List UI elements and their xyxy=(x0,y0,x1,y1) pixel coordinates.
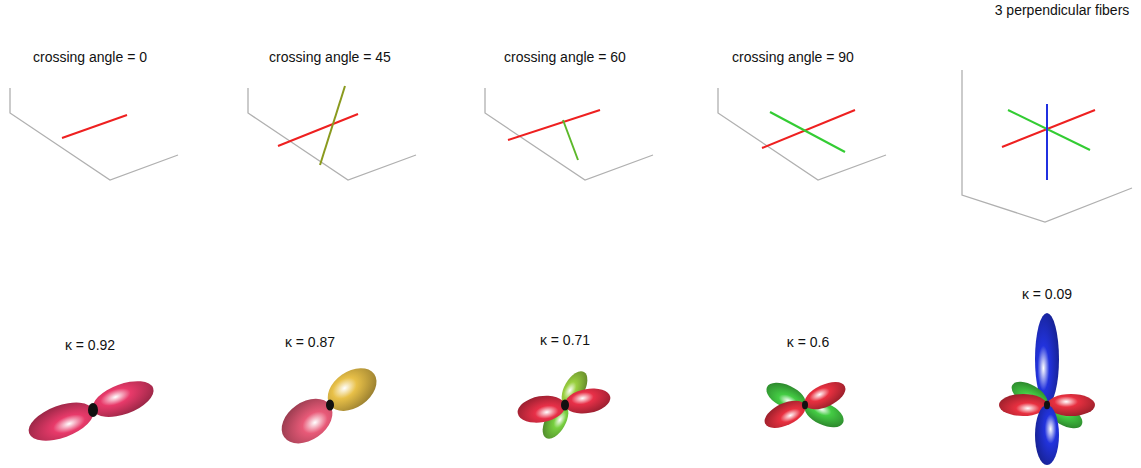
kappa-value: κ = 0.71 xyxy=(540,332,590,348)
panel-title: 3 perpendicular fibers xyxy=(995,2,1130,18)
kappa-value: κ = 0.87 xyxy=(285,334,335,350)
glyph-lobe xyxy=(1035,405,1059,465)
glyph-lobe xyxy=(800,376,849,415)
fiber-line xyxy=(1008,110,1090,150)
fiber-line xyxy=(1046,104,1048,180)
fiber-line xyxy=(770,112,845,152)
axis-frame xyxy=(248,88,416,180)
glyph-lobe xyxy=(760,395,809,434)
panel-title: crossing angle = 45 xyxy=(269,49,391,65)
fiber-line xyxy=(508,110,600,140)
glyph-lobe xyxy=(515,392,567,426)
panel-title: crossing angle = 0 xyxy=(33,49,147,65)
axis-frame xyxy=(485,88,653,180)
glyph-core xyxy=(561,399,569,410)
glyph-core xyxy=(1044,401,1050,409)
axis-frame xyxy=(10,88,178,180)
fiber-line xyxy=(320,86,345,165)
glyph-lobe xyxy=(320,359,385,419)
glyph-core xyxy=(326,399,334,410)
axes-group xyxy=(10,70,1132,222)
glyph-lobe xyxy=(24,395,99,448)
fiber-line xyxy=(1002,110,1095,147)
glyph-lobe xyxy=(88,374,158,424)
panel-title: crossing angle = 90 xyxy=(732,49,854,65)
kappa-value: κ = 0.09 xyxy=(1022,286,1072,302)
axis-frame xyxy=(962,70,1132,222)
fiber-line xyxy=(563,120,578,160)
kappa-value: κ = 0.6 xyxy=(787,334,829,350)
fiber-line xyxy=(278,114,358,146)
glyph-core xyxy=(88,403,98,417)
glyph-core xyxy=(802,401,808,409)
axis-frame xyxy=(718,88,886,180)
glyph-lobe xyxy=(563,385,612,417)
fiber-line xyxy=(62,115,127,138)
odf-glyphs xyxy=(24,313,1095,465)
panel-title: crossing angle = 60 xyxy=(504,49,626,65)
kappa-value: κ = 0.92 xyxy=(65,337,115,353)
